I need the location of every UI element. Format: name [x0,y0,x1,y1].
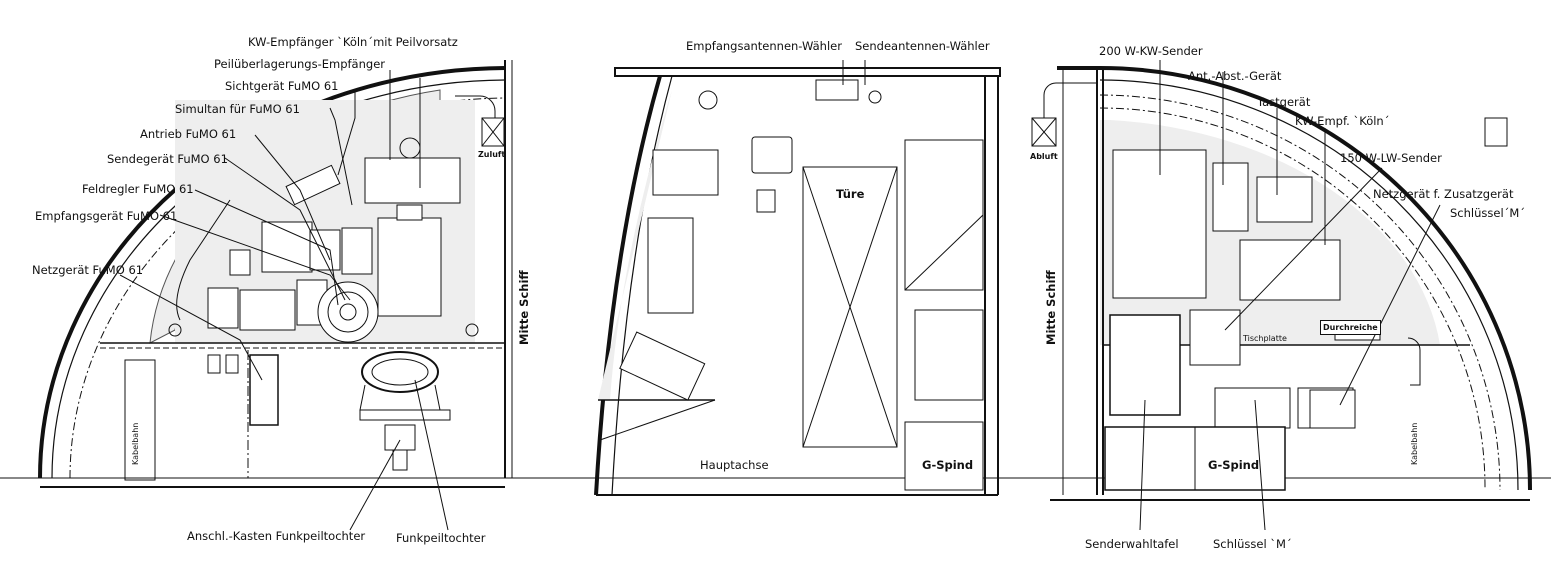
label-peilueberlagerungs-empfaenger: Peilüberlagerungs-Empfänger [214,57,386,71]
label-kabelbahn-right: Kabelbahn [1410,422,1419,465]
label-abluft: Abluft [1030,152,1058,161]
label-schluessel-m-top: Schlüssel´M´ [1450,206,1526,220]
label-kw-empfaenger-koeln: KW-Empfänger `Köln´mit Peilvorsatz [248,35,458,49]
label-150w-lw-sender: 150 W-LW-Sender [1340,151,1442,165]
label-feldregler: Feldregler FuMO 61 [82,182,194,196]
label-tastgeraet: Tastgerät [1257,95,1311,109]
label-funkpeiltochter: Funkpeiltochter [396,531,486,545]
label-antrieb: Antrieb FuMO 61 [140,127,237,141]
label-sendegeraet: Sendegerät FuMO 61 [107,152,228,166]
label-senderwahltafel: Senderwahltafel [1085,537,1179,551]
label-netzgeraet: Netzgerät FuMO 61 [32,263,144,277]
label-netzgeraet-zusatzgeraet: Netzgerät f. Zusatzgerät [1373,187,1514,201]
label-durchreiche: Durchreiche [1320,320,1381,335]
label-kw-empf-koeln: KW-Empf. `Köln´ [1295,114,1390,128]
label-empfangsantennen-waehler: Empfangsantennen-Wähler [686,39,842,53]
label-g-spind-middle: G-Spind [922,458,974,472]
label-tuere: Türe [836,187,865,201]
label-200w-kw-sender: 200 W-KW-Sender [1099,44,1203,58]
right-section-drawing [1031,60,1532,531]
label-anschl-kasten: Anschl.-Kasten Funkpeiltochter [187,529,366,543]
label-sendeantennen-waehler: Sendeantennen-Wähler [855,39,990,53]
label-zuluft: Zuluft [478,150,506,159]
label-tischplatte: Tischplatte [1243,334,1287,343]
label-g-spind-right: G-Spind [1208,458,1260,472]
label-simultan: Simultan für FuMO 61 [175,102,300,116]
label-empfangsgeraet: Empfangsgerät FuMO 61 [35,209,178,223]
label-mitte-schiff-right: Mitte Schiff [1044,270,1058,345]
middle-section-drawing [594,60,1001,496]
label-schluessel-m-bottom: Schlüssel `M´ [1213,537,1292,551]
left-section-drawing [38,60,513,531]
label-sichtgeraet: Sichtgerät FuMO 61 [225,79,339,93]
label-kabelbahn-left: Kabelbahn [131,422,140,465]
label-mitte-schiff-left: Mitte Schiff [517,270,531,345]
label-ant-abst-geraet: Ant.-Abst.-Gerät [1188,69,1282,83]
label-hauptachse: Hauptachse [700,458,769,472]
